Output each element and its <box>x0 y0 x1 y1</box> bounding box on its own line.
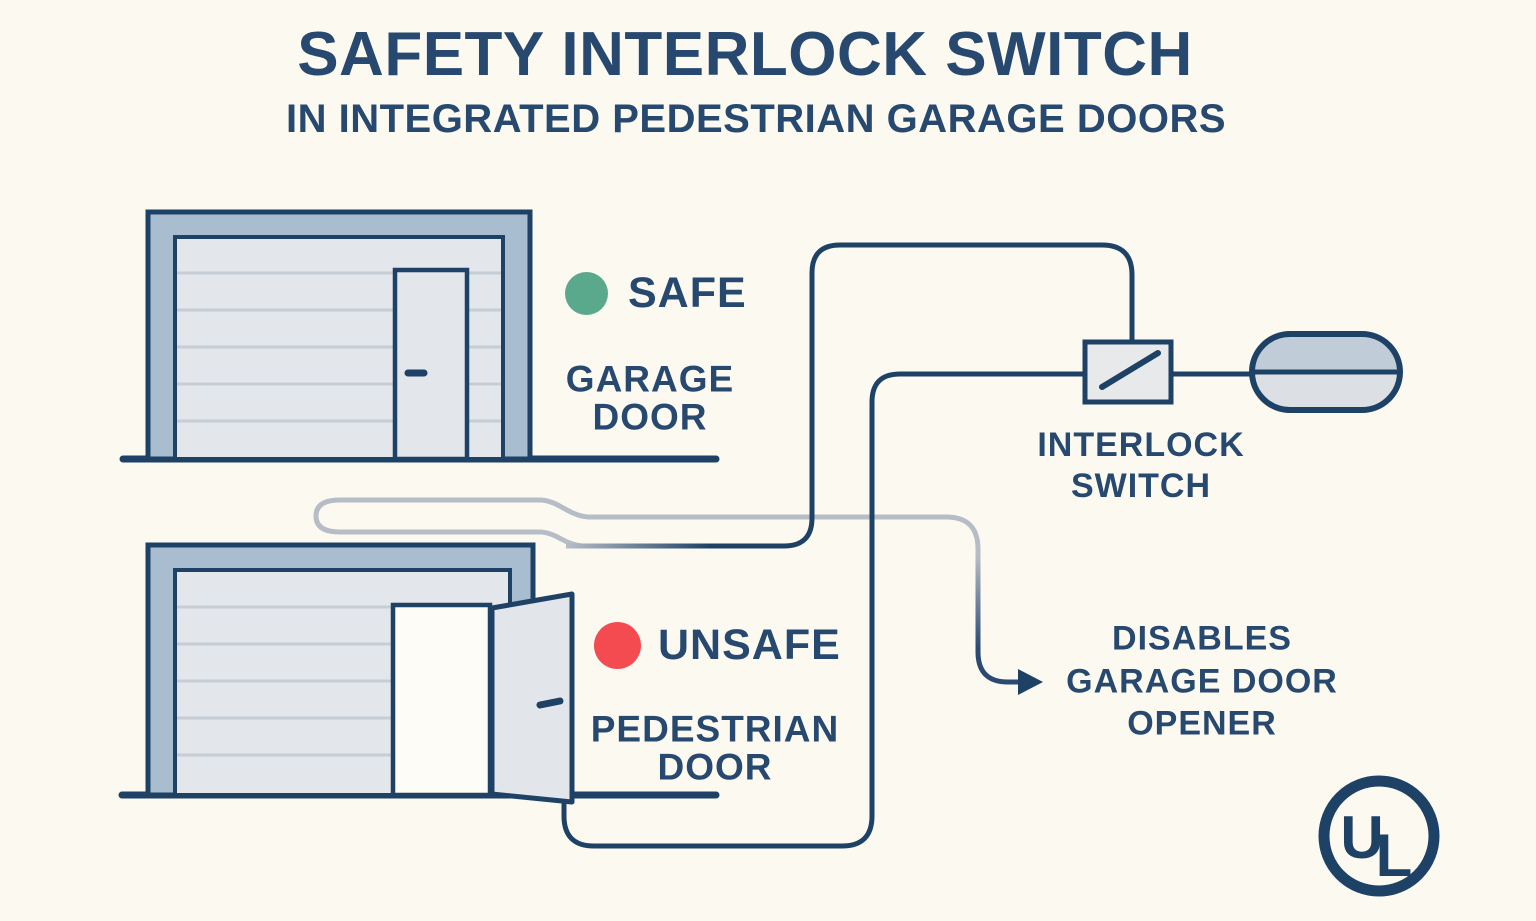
ul-logo-letter-l: L <box>1376 822 1413 889</box>
page-title: SAFETY INTERLOCK SWITCH <box>297 20 1193 89</box>
disables-opener-line1: DISABLES <box>1112 619 1292 658</box>
switch-contact-line <box>1099 350 1161 390</box>
garage-door-caption-line2: DOOR <box>592 397 708 438</box>
garage-unsafe <box>145 542 575 805</box>
unsafe-dot-icon <box>594 622 641 669</box>
garage-door-caption-line1: GARAGE <box>565 358 735 400</box>
wire-loop-top-lead <box>541 497 981 565</box>
pedestrian-door-open <box>489 591 575 805</box>
ul-logo-letter-u: U <box>1340 804 1383 871</box>
pedestrian-door-caption: PEDESTRIAN DOOR <box>590 708 840 788</box>
disables-opener-caption: DISABLES GARAGE DOOR OPENER <box>1066 617 1338 745</box>
door-handle-open <box>536 697 564 709</box>
panel-lines-bottom <box>177 605 508 757</box>
safe-status-label: SAFE <box>628 269 747 317</box>
disable-arrowhead <box>1018 669 1043 695</box>
opener-capsule-outline <box>1249 331 1403 413</box>
garage-safe <box>145 209 533 462</box>
pedestrian-door-closed <box>392 267 470 462</box>
opener-capsule-top-half <box>1252 334 1400 372</box>
coiled-wire-loop <box>313 497 542 535</box>
ul-logo: U L <box>1318 775 1440 897</box>
disable-arrow-line <box>975 556 1018 685</box>
page-subtitle: IN INTEGRATED PEDESTRIAN GARAGE DOORS <box>285 97 1227 141</box>
interlock-switch-symbol <box>1082 339 1174 405</box>
doorway-opening <box>390 602 493 798</box>
wire-switch-to-pedestrian-door <box>561 371 1085 849</box>
safe-dot-icon <box>565 272 608 315</box>
interlock-switch-caption-line2: SWITCH <box>1070 467 1212 505</box>
garage-door-caption: GARAGE DOOR <box>565 358 735 438</box>
panel-lines-top <box>177 271 501 423</box>
disables-opener-line3: OPENER <box>1127 704 1277 743</box>
ul-logo-ring <box>1318 775 1440 897</box>
unsafe-status-row: UNSAFE <box>594 621 841 670</box>
interlock-switch-caption: INTERLOCK SWITCH <box>1037 425 1244 507</box>
disables-opener-line2: GARAGE DOOR <box>1066 661 1338 700</box>
pedestrian-door-caption-line1: PEDESTRIAN <box>590 708 840 750</box>
safe-status-row: SAFE <box>565 269 747 318</box>
interlock-switch-caption-line1: INTERLOCK <box>1037 426 1245 465</box>
wire-door-to-switch <box>566 242 1135 549</box>
unsafe-status-label: UNSAFE <box>658 621 841 669</box>
pedestrian-door-caption-line2: DOOR <box>657 747 773 788</box>
opener-capsule <box>1249 331 1403 413</box>
